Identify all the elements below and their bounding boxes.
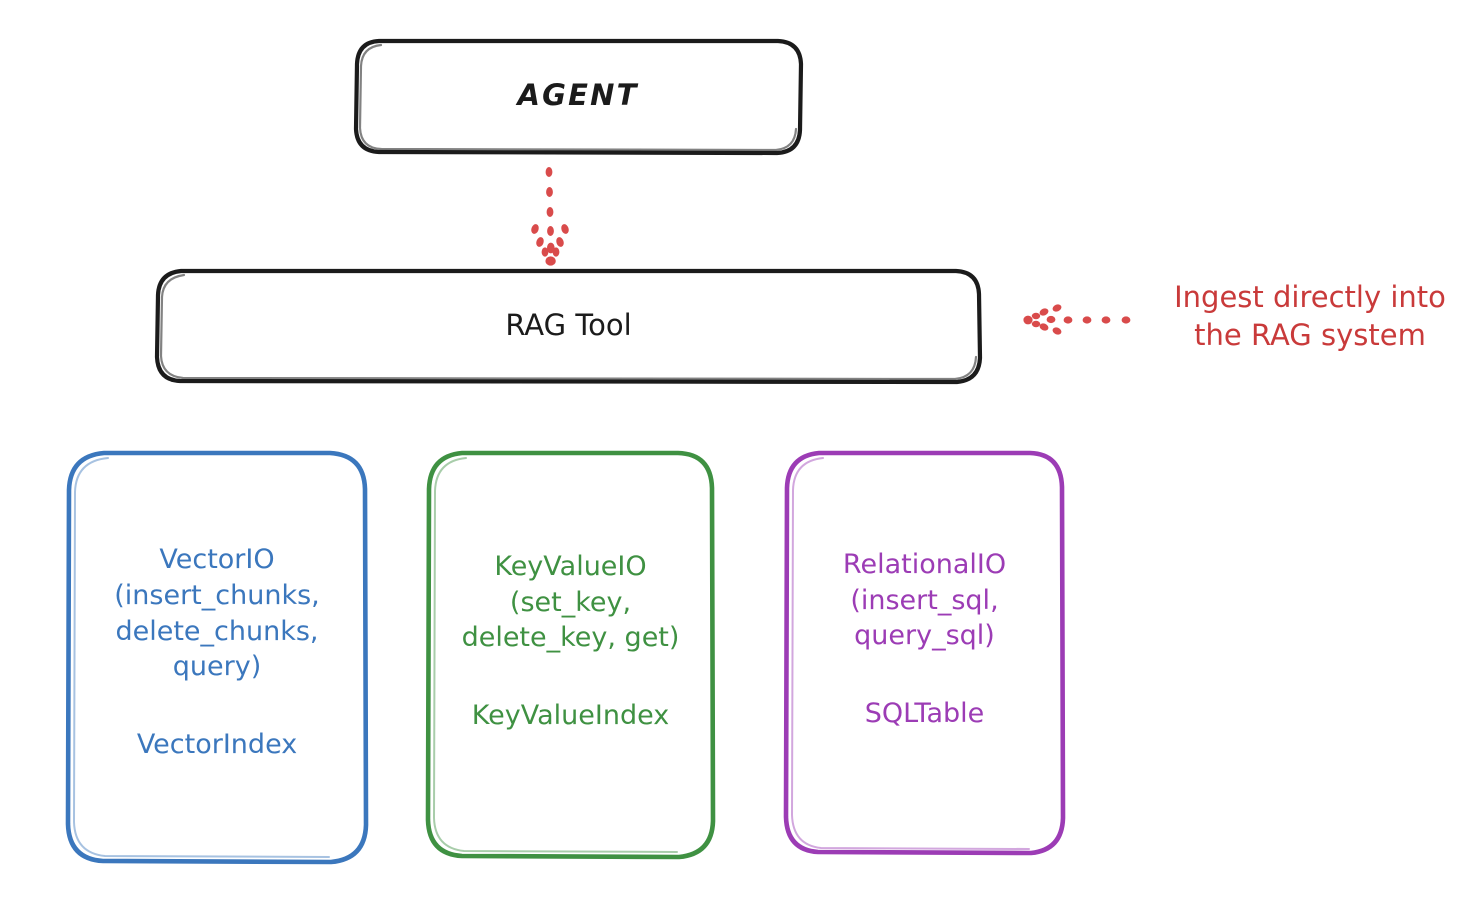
node-agent[interactable]: AGENT: [356, 40, 800, 152]
node-key-value-io[interactable]: KeyValueIO (set_key, delete_key, get) Ke…: [428, 452, 713, 856]
annotation-ingest-directly: Ingest directly into the RAG system: [1174, 280, 1446, 353]
node-relational-io-entity-label: SQLTable: [864, 698, 985, 730]
node-agent-label: AGENT: [517, 78, 639, 113]
node-rag-tool-label: RAG Tool: [505, 308, 632, 343]
node-key-value-io-api-label: KeyValueIO (set_key, delete_key, get): [461, 550, 680, 654]
node-relational-io[interactable]: RelationalIO (insert_sql, query_sql) SQL…: [786, 452, 1063, 852]
node-key-value-io-entity-label: KeyValueIndex: [471, 700, 670, 732]
node-rag-tool[interactable]: RAG Tool: [157, 270, 980, 382]
node-vector-io[interactable]: VectorIO (insert_chunks, delete_chunks, …: [68, 452, 366, 862]
node-relational-io-api-label: RelationalIO (insert_sql, query_sql): [842, 548, 1007, 652]
connector-agent-to-rag-tool: [531, 167, 569, 266]
node-vector-io-entity-label: VectorIndex: [136, 729, 298, 761]
connector-ingest-to-rag-tool: [1023, 304, 1131, 335]
node-vector-io-api-label: VectorIO (insert_chunks, delete_chunks, …: [114, 543, 320, 683]
